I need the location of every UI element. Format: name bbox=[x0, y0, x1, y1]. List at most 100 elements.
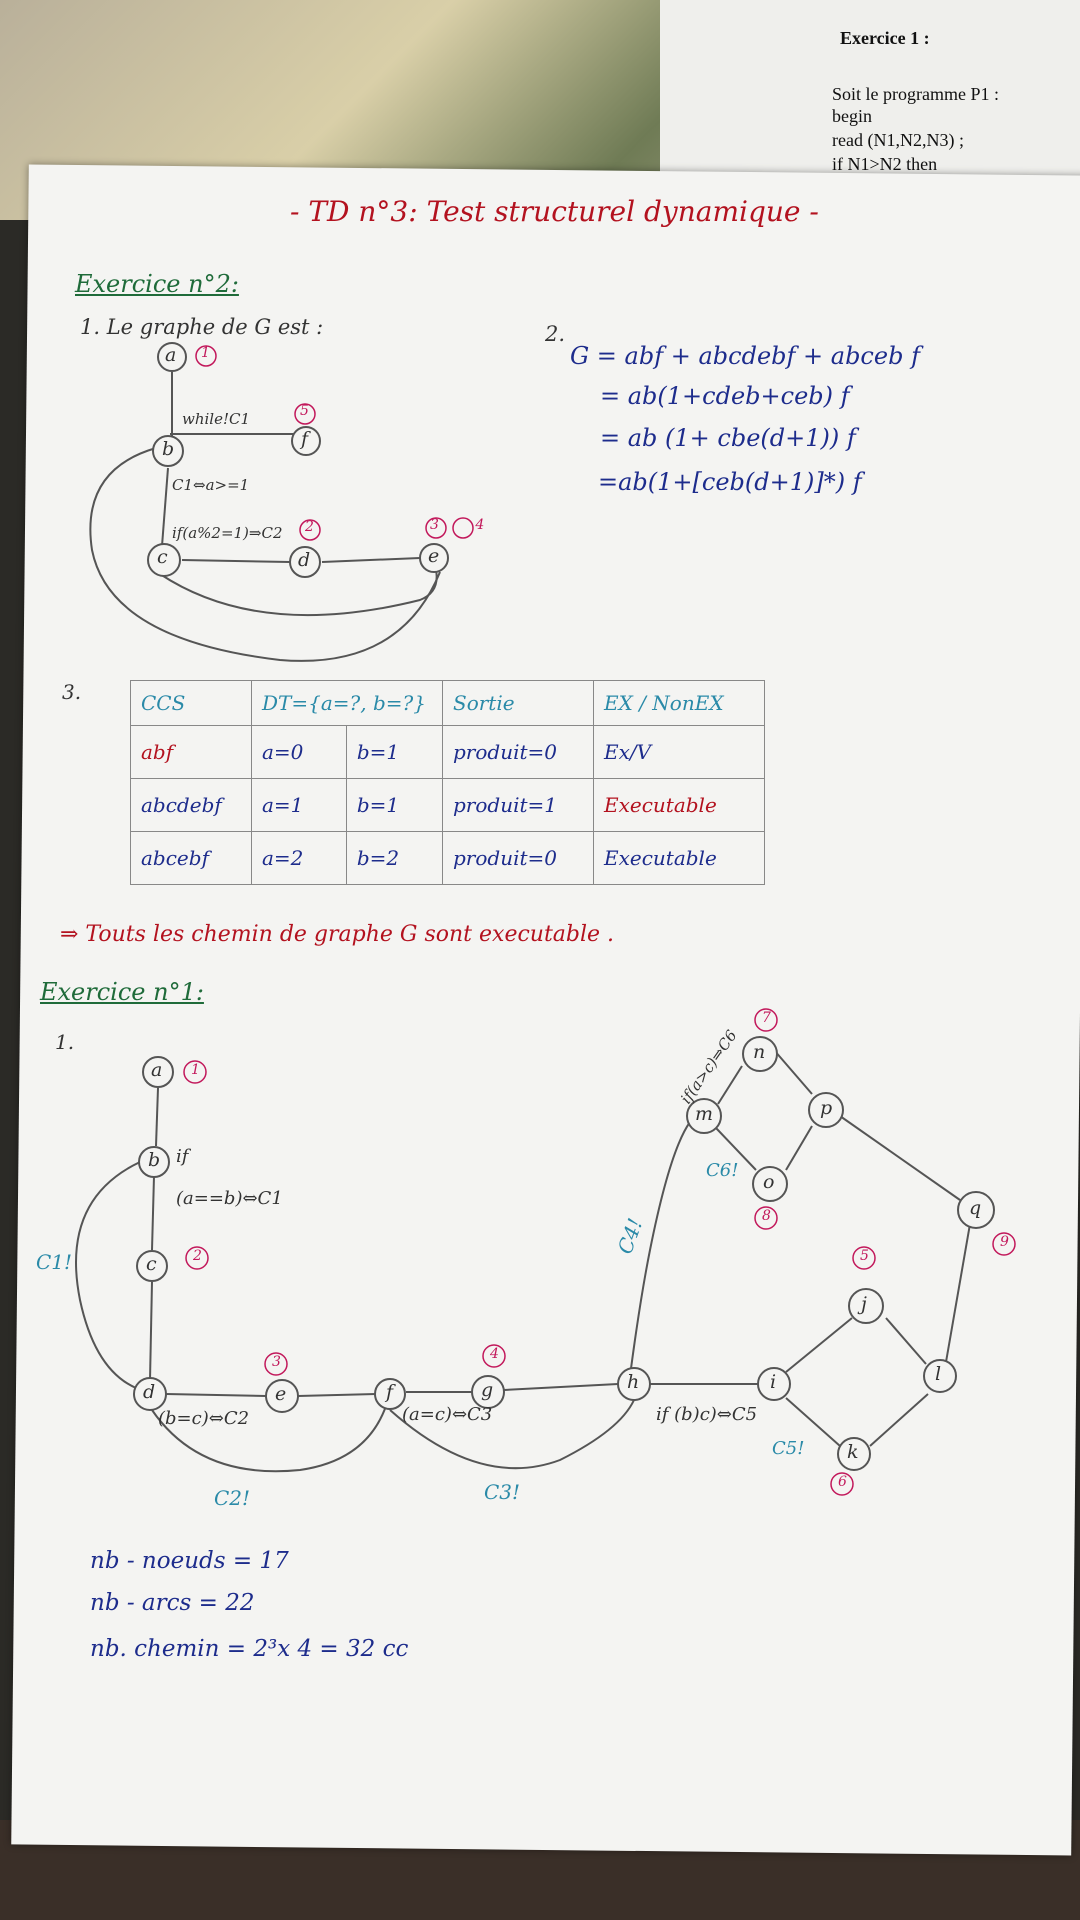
graph-p1-node-a bbox=[142, 1056, 174, 1088]
table-header-dt: DT={a=?, b=?} bbox=[251, 680, 443, 726]
graph-p1-c6-neg-label: C6! bbox=[706, 1160, 739, 1181]
graph-g-node-c bbox=[147, 543, 181, 577]
ccs-table: CCS DT={a=?, b=?} Sortie EX / NonEX abf … bbox=[130, 680, 765, 885]
graph-p1-marker-3: 3 bbox=[272, 1354, 281, 1370]
stats-nodes: nb - noeuds = 17 bbox=[90, 1548, 289, 1574]
graph-p1-marker-8: 8 bbox=[762, 1208, 771, 1224]
equation-line-1: G = abf + abcdebf + abceb f bbox=[570, 342, 920, 370]
graph-p1-label-b: b bbox=[148, 1149, 161, 1171]
exercise2-q2: 2. bbox=[545, 322, 566, 346]
graph-g-label-b: b bbox=[162, 438, 175, 460]
graph-g-label-e: e bbox=[428, 545, 440, 567]
graph-p1-node-k bbox=[837, 1437, 871, 1471]
stats-arcs: nb - arcs = 22 bbox=[90, 1590, 255, 1616]
graph-p1-c3-label: (a=c)⇔C3 bbox=[402, 1404, 493, 1425]
graph-p1-c3-neg-label: C3! bbox=[484, 1480, 521, 1504]
graph-p1-label-o: o bbox=[763, 1171, 775, 1193]
graph-p1-c1-label: (a==b)⇔C1 bbox=[176, 1188, 283, 1209]
exercise2-q3: 3. bbox=[62, 680, 82, 704]
graph-p1-node-q bbox=[957, 1191, 995, 1229]
table-cell: a=2 bbox=[251, 831, 347, 885]
graph-p1-node-l bbox=[923, 1359, 957, 1393]
graph-g-marker-34: 3 4 bbox=[430, 517, 501, 533]
graph-p1-node-h bbox=[617, 1367, 651, 1401]
background-exercise-sheet: Exercice 1 : Soit le programme P1 : begi… bbox=[660, 0, 1080, 200]
graph-p1-marker-2: 2 bbox=[193, 1248, 202, 1264]
equation-line-2: = ab(1+cdeb+ceb) f bbox=[600, 382, 850, 410]
graph-p1-node-d bbox=[133, 1377, 167, 1411]
graph-p1-node-p bbox=[808, 1092, 844, 1128]
graph-p1-label-n: n bbox=[753, 1041, 766, 1063]
graph-p1-if-label: if bbox=[176, 1146, 189, 1167]
graph-g-node-a bbox=[157, 342, 187, 372]
graph-p1-marker-1: 1 bbox=[191, 1062, 200, 1078]
graph-g-marker-2: 2 bbox=[305, 519, 314, 535]
exercise2-heading: Exercice n°2: bbox=[75, 270, 239, 298]
table-header-ccs: CCS bbox=[130, 680, 252, 726]
table-cell: a=1 bbox=[251, 778, 347, 832]
graph-p1-node-j bbox=[848, 1288, 884, 1324]
graph-p1-marker-4: 4 bbox=[490, 1346, 499, 1362]
bg-sheet-title: Exercice 1 : bbox=[840, 28, 930, 48]
table-row: abcdebf a=1 b=1 produit=1 Executable bbox=[130, 778, 765, 832]
graph-p1-label-e: e bbox=[275, 1383, 287, 1405]
graph-p1-c5-label: if (b)c)⇔C5 bbox=[656, 1404, 758, 1425]
table-header-sortie: Sortie bbox=[442, 680, 594, 726]
table-cell: Executable bbox=[593, 778, 765, 832]
graph-g-marker-1: 1 bbox=[201, 345, 210, 361]
graph-g-c1-label: C1⇔a>=1 bbox=[172, 476, 250, 494]
graph-g-node-d bbox=[289, 546, 321, 578]
table-cell: Ex/V bbox=[593, 725, 765, 779]
graph-g-node-e bbox=[419, 543, 449, 573]
graph-p1-marker-6: 6 bbox=[838, 1474, 847, 1490]
graph-g-c2-label: if(a%2=1)⇒C2 bbox=[172, 524, 283, 542]
graph-p1-node-i bbox=[757, 1367, 791, 1401]
table-cell: Executable bbox=[593, 831, 765, 885]
graph-p1-label-g: g bbox=[481, 1379, 494, 1401]
graph-p1-label-a: a bbox=[151, 1059, 163, 1081]
graph-g-node-f bbox=[291, 426, 321, 456]
graph-g-while-label: while!C1 bbox=[182, 410, 251, 428]
bg-sheet-line4: if N1>N2 then bbox=[832, 154, 938, 174]
table-cell: b=2 bbox=[345, 831, 444, 885]
conclusion-text: ⇒ Touts les chemin de graphe G sont exec… bbox=[60, 922, 615, 947]
graph-g-node-b bbox=[152, 435, 184, 467]
table-header-row: CCS DT={a=?, b=?} Sortie EX / NonEX bbox=[130, 680, 765, 726]
page-title: - TD n°3: Test structurel dynamique - bbox=[290, 195, 819, 228]
graph-p1-node-c bbox=[136, 1250, 168, 1282]
stats-paths: nb. chemin = 2³x 4 = 32 cc bbox=[90, 1636, 409, 1662]
graph-p1-label-c: c bbox=[146, 1253, 157, 1275]
graph-p1-node-m bbox=[686, 1098, 722, 1134]
graph-p1-marker-7: 7 bbox=[762, 1010, 771, 1026]
graph-g-label-d: d bbox=[298, 549, 311, 571]
graph-p1-node-n bbox=[742, 1036, 778, 1072]
graph-p1-node-o bbox=[752, 1166, 788, 1202]
table-row: abcebf a=2 b=2 produit=0 Executable bbox=[130, 831, 765, 885]
graph-p1-marker-9: 9 bbox=[1000, 1234, 1009, 1250]
bg-sheet-line1: Soit le programme P1 : bbox=[832, 84, 999, 104]
graph-p1-label-q: q bbox=[969, 1197, 982, 1219]
graph-g-label-f: f bbox=[301, 428, 309, 450]
table-cell: produit=0 bbox=[442, 831, 594, 885]
graph-p1-node-b bbox=[138, 1146, 170, 1178]
exercise1-heading: Exercice n°1: bbox=[40, 978, 204, 1006]
graph-p1-node-g bbox=[471, 1375, 505, 1409]
bg-sheet-line2: begin bbox=[832, 106, 872, 126]
graph-p1-node-e bbox=[265, 1379, 299, 1413]
graph-p1-label-i: i bbox=[770, 1371, 777, 1393]
graph-g-label-c: c bbox=[157, 546, 168, 568]
graph-p1-label-m: m bbox=[695, 1103, 714, 1125]
graph-g-marker-5: 5 bbox=[300, 403, 309, 419]
graph-p1-label-l: l bbox=[935, 1363, 942, 1385]
table-cell: abcebf bbox=[130, 831, 252, 885]
graph-p1-marker-5: 5 bbox=[860, 1248, 869, 1264]
graph-p1-label-d: d bbox=[143, 1381, 156, 1403]
table-cell: b=1 bbox=[345, 778, 444, 832]
graph-p1-c5-neg-label: C5! bbox=[772, 1438, 805, 1459]
graph-p1-label-k: k bbox=[847, 1441, 859, 1463]
table-cell: b=1 bbox=[345, 725, 444, 779]
graph-p1-label-j: j bbox=[861, 1293, 867, 1315]
bg-sheet-line3: read (N1,N2,N3) ; bbox=[832, 130, 964, 150]
